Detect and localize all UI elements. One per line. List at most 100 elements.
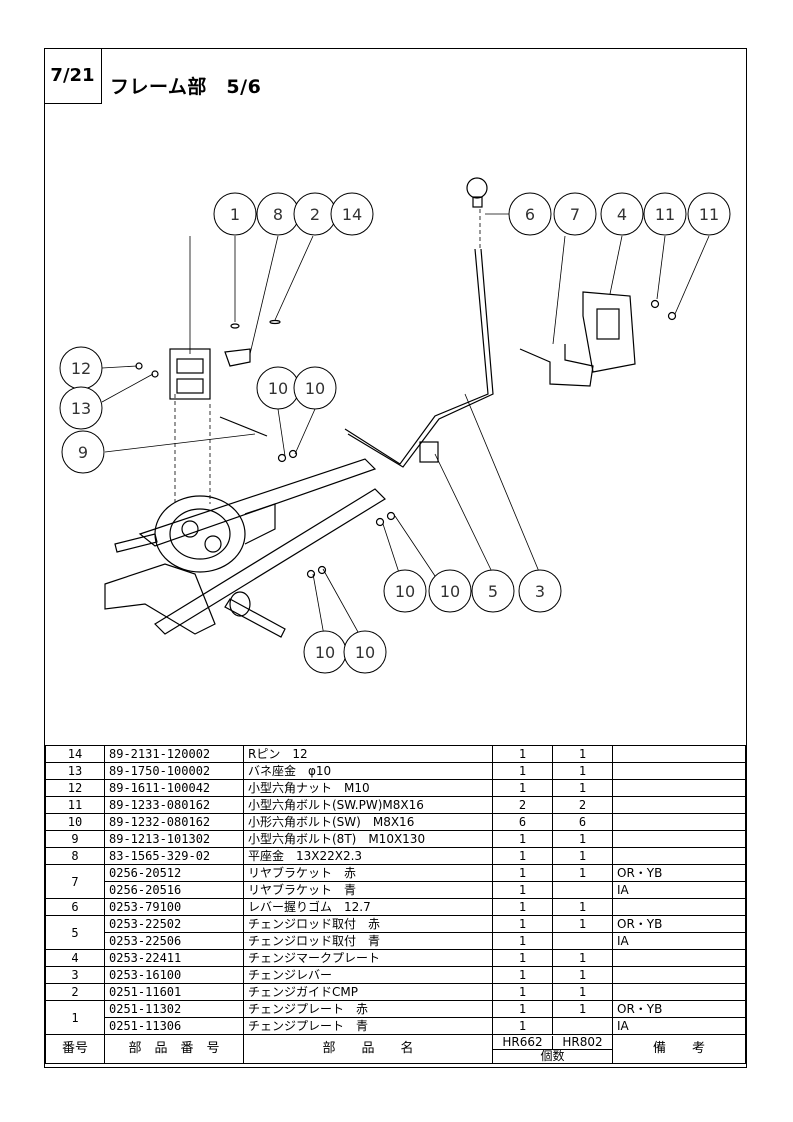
cell-part-name: チェンジプレート 赤	[243, 1000, 493, 1018]
cell-remarks	[612, 898, 746, 916]
cell-part-code: 89-1232-080162	[104, 813, 244, 831]
header-model-a: HR662	[493, 1035, 553, 1049]
cell-qty-hr802: 1	[552, 915, 613, 933]
page-number: 7/21	[44, 48, 102, 104]
cell-item-no: 12	[45, 779, 105, 797]
cell-item-no: 2	[45, 983, 105, 1001]
cell-part-code: 0251-11601	[104, 983, 244, 1001]
cell-item-no: 4	[45, 949, 105, 967]
callout-label: 10	[395, 582, 415, 601]
cell-qty-hr802	[552, 932, 613, 950]
cell-part-name: リヤブラケット 青	[243, 881, 493, 899]
cell-qty-hr662: 1	[492, 881, 553, 899]
cell-part-code: 0251-11306	[104, 1017, 244, 1035]
callout-label: 5	[488, 582, 498, 601]
cell-part-name: チェンジロッド取付 青	[243, 932, 493, 950]
callout-label: 4	[617, 205, 627, 224]
cell-qty-hr662: 1	[492, 932, 553, 950]
cell-part-code: 89-1213-101302	[104, 830, 244, 848]
cell-part-code: 0251-11302	[104, 1000, 244, 1018]
callout-label: 3	[535, 582, 545, 601]
callout-circle	[428, 569, 472, 613]
header-name: 部 品 名	[243, 1034, 493, 1064]
cell-qty-hr662: 1	[492, 966, 553, 984]
cell-qty-hr662: 1	[492, 864, 553, 882]
callout-label: 12	[71, 359, 91, 378]
cell-qty-hr802	[552, 881, 613, 899]
cell-qty-hr802: 1	[552, 864, 613, 882]
callout-circle	[508, 192, 552, 236]
callout-label: 9	[78, 443, 88, 462]
callout-label: 10	[315, 643, 335, 662]
cell-part-code: 83-1565-329-02	[104, 847, 244, 865]
cell-item-no: 13	[45, 762, 105, 780]
cell-item-no: 10	[45, 813, 105, 831]
cell-part-name: レバー握りゴム 12.7	[243, 898, 493, 916]
cell-remarks	[612, 796, 746, 814]
header-no: 番号	[45, 1034, 105, 1064]
cell-part-name: 小形六角ボルト(SW) M8X16	[243, 813, 493, 831]
callout-circle	[687, 192, 731, 236]
cell-part-name: チェンジプレート 青	[243, 1017, 493, 1035]
cell-part-name: リヤブラケット 赤	[243, 864, 493, 882]
cell-remarks	[612, 949, 746, 967]
cell-item-no: 11	[45, 796, 105, 814]
cell-remarks	[612, 813, 746, 831]
cell-part-code: 0253-22411	[104, 949, 244, 967]
cell-part-code: 0256-20512	[104, 864, 244, 882]
callout-circle	[518, 569, 562, 613]
callout-label: 8	[273, 205, 283, 224]
cell-qty-hr802: 1	[552, 847, 613, 865]
cell-part-name: チェンジガイドCMP	[243, 983, 493, 1001]
cell-remarks	[612, 745, 746, 763]
cell-qty-hr662: 1	[492, 915, 553, 933]
callout-label: 10	[268, 379, 288, 398]
cell-qty-hr662: 1	[492, 949, 553, 967]
header-qty-group: HR662 HR802 個数	[492, 1034, 613, 1064]
cell-qty-hr662: 1	[492, 1000, 553, 1018]
callout-circle	[600, 192, 644, 236]
cell-qty-hr802: 1	[552, 898, 613, 916]
callout-label: 11	[655, 205, 675, 224]
cell-qty-hr662: 1	[492, 1017, 553, 1035]
cell-qty-hr662: 1	[492, 745, 553, 763]
cell-item-no: 7	[45, 864, 105, 899]
cell-part-code: 89-1233-080162	[104, 796, 244, 814]
callout-label: 10	[440, 582, 460, 601]
cell-remarks	[612, 830, 746, 848]
cell-part-name: バネ座金 φ10	[243, 762, 493, 780]
callout-circle	[471, 569, 515, 613]
cell-remarks: IA	[612, 881, 746, 899]
cell-part-code: 0253-22502	[104, 915, 244, 933]
cell-part-code: 0253-79100	[104, 898, 244, 916]
callout-circle	[61, 430, 105, 474]
cell-qty-hr662: 1	[492, 762, 553, 780]
callout-circle	[330, 192, 374, 236]
cell-remarks: OR・YB	[612, 864, 746, 882]
header-code: 部 品 番 号	[104, 1034, 244, 1064]
cell-qty-hr662: 1	[492, 830, 553, 848]
header-model-b: HR802	[562, 1034, 603, 1049]
cell-item-no: 3	[45, 966, 105, 984]
cell-qty-hr662: 2	[492, 796, 553, 814]
cell-part-code: 0256-20516	[104, 881, 244, 899]
cell-qty-hr802: 1	[552, 779, 613, 797]
cell-qty-hr802: 1	[552, 983, 613, 1001]
callout-circle	[293, 366, 337, 410]
cell-part-name: 平座金 13X22X2.3	[243, 847, 493, 865]
cell-item-no: 9	[45, 830, 105, 848]
cell-part-code: 89-2131-120002	[104, 745, 244, 763]
